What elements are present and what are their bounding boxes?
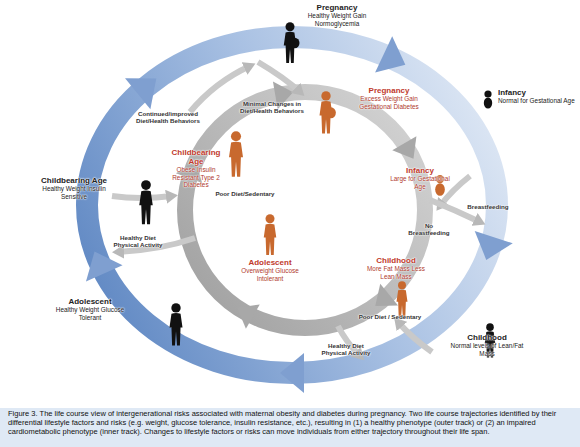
transition-label: No Breastfeeding: [408, 222, 450, 237]
stage-title: Adolescent: [48, 297, 132, 306]
transition-label: Healthy Diet Physical Activity: [318, 342, 374, 357]
healthy-track-figures-part: [484, 90, 492, 108]
inner-track-arrowheads: [176, 78, 426, 328]
stage-title: Infancy: [388, 166, 452, 175]
stage-description: Healthy Weight Gain Normoglycemia: [300, 12, 374, 27]
healthy-stage: Childbearing AgeHealthy Weight Insulin S…: [30, 176, 118, 200]
impaired-stage: Childbearing AgeObese Insulin Resistant …: [164, 148, 228, 189]
figure-caption: Figure 3. The life course view of interg…: [8, 410, 572, 437]
outer-track-arrowheads-part: [280, 353, 304, 393]
stage-description: Healthy Weight Glucose Tolerant: [48, 306, 132, 321]
stage-title: Infancy: [498, 88, 576, 97]
impaired-stage: InfancyLarge for Gestational Age: [388, 166, 452, 190]
stage-description: Healthy Weight Insulin Sensitive: [30, 185, 118, 200]
transition-label: Poor Diet / Sedentary: [350, 313, 430, 320]
track-crossing-arrows: [112, 62, 480, 356]
stage-description: Large for Gestational Age: [388, 175, 452, 190]
stage-title: Childhood: [360, 256, 432, 265]
outer-track-ring: [87, 37, 497, 373]
track-crossing-arrows-part: [258, 62, 300, 92]
healthy-stage: ChildhoodNormal levels of Lean/Fat Mass: [445, 333, 529, 357]
track-crossing-arrows-part: [398, 322, 432, 352]
healthy-track-figures-part: [284, 22, 300, 63]
stage-title: Adolescent: [236, 258, 304, 267]
impaired-track-figures-part: [320, 91, 336, 133]
outer-track-ring-part: [87, 37, 497, 373]
inner-track-arrowheads-part: [366, 284, 398, 317]
impaired-track-figures-part: [397, 281, 408, 317]
stage-title: Pregnancy: [345, 86, 433, 95]
stage-description: More Fat Mass Less Lean Mass: [360, 265, 432, 280]
track-crossing-arrows-part: [190, 66, 250, 112]
transition-label: Healthy Diet Physical Activity: [110, 234, 166, 249]
healthy-stage: PregnancyHealthy Weight Gain Normoglycem…: [300, 3, 374, 27]
inner-track-ring-part: [185, 92, 425, 328]
outer-track-arrowheads-part: [467, 231, 512, 266]
healthy-stage: InfancyNormal for Gestational Age: [498, 88, 576, 105]
stage-description: Excess Weight Gain Gestational Diabetes: [345, 95, 433, 110]
impaired-track-figures-part: [229, 131, 243, 177]
healthy-track-figures-part: [170, 303, 183, 345]
impaired-stage: AdolescentOverweight Glucose Intolerant: [236, 258, 304, 282]
inner-track-arrowheads-part: [392, 136, 425, 166]
impaired-track-figures: [229, 91, 445, 317]
outer-track-arrowheads-part: [125, 63, 169, 109]
stage-title: Pregnancy: [300, 3, 374, 12]
stage-title: Childbearing Age: [30, 176, 118, 185]
transition-label: Minimal Changes in Diet/Health Behaviors: [232, 100, 312, 115]
stage-title: Childhood: [445, 333, 529, 342]
healthy-track-figures-part: [139, 180, 153, 224]
stage-title: Childbearing Age: [164, 148, 228, 166]
diagram-stage: PregnancyHealthy Weight Gain Normoglycem…: [0, 0, 580, 408]
impaired-stage: ChildhoodMore Fat Mass Less Lean Mass: [360, 256, 432, 280]
inner-track-ring: [185, 92, 425, 328]
transition-label: Continued/improved Diet/Health Behaviors: [128, 110, 208, 125]
stage-description: Overweight Glucose Intolerant: [236, 267, 304, 282]
stage-description: Obese Insulin Resistant Type 2 Diabetes: [164, 166, 228, 189]
healthy-stage: AdolescentHealthy Weight Glucose Toleran…: [48, 297, 132, 321]
impaired-stage: PregnancyExcess Weight Gain Gestational …: [345, 86, 433, 110]
impaired-track-figures-part: [264, 214, 277, 255]
outer-track-arrowheads-part: [375, 36, 414, 82]
transition-label: Poor Diet/Sedentary: [210, 190, 280, 197]
stage-description: Normal levels of Lean/Fat Mass: [445, 342, 529, 357]
inner-track-arrowheads-part: [230, 296, 259, 329]
outer-track-arrowheads-part: [76, 243, 122, 281]
transition-label: Breastfeeding: [458, 203, 518, 210]
outer-track-arrowheads: [76, 36, 512, 393]
stage-description: Normal for Gestational Age: [498, 97, 576, 105]
healthy-track-figures: [139, 22, 495, 357]
